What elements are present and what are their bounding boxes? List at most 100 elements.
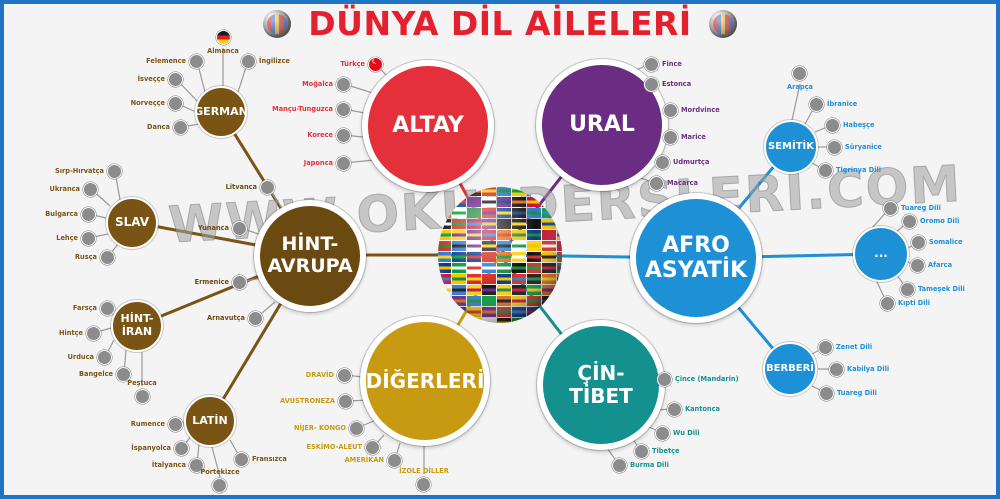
language-name: Süryanice (845, 143, 882, 151)
leaf-dot-icon (337, 367, 352, 383)
leaf-dot-icon (644, 76, 659, 92)
language-leaf: Fransızca (234, 451, 287, 467)
language-name: Ukranca (49, 185, 81, 193)
leaf-dot-icon (81, 230, 96, 246)
leaf-dot-icon (338, 393, 353, 409)
leaf-dot-icon (189, 457, 204, 473)
leaf-dot-icon (134, 389, 150, 404)
globe-icon (263, 9, 292, 38)
family-afro-asyatik: AFRO ASYATİK (630, 193, 762, 323)
language-name: Arnavutça (206, 314, 245, 322)
leaf-dot-icon (649, 175, 664, 191)
language-name: Kıpti Dili (898, 299, 931, 307)
globe-icon (708, 9, 737, 38)
leaf-dot-icon (827, 139, 842, 155)
language-leaf: Rumence (130, 416, 183, 432)
language-leaf: Ermenice (195, 274, 247, 290)
language-name: İspanyolca (131, 444, 171, 452)
language-name: Türkçe (340, 60, 365, 68)
language-name: AMERİKAN (344, 456, 384, 464)
language-name: Wu Dili (673, 429, 700, 437)
language-leaf: Zenet Dili (818, 339, 872, 355)
leaf-dot-icon (349, 420, 364, 436)
language-leaf: Kıpti Dili (880, 295, 931, 311)
leaf-dot-icon (809, 96, 824, 112)
subfamily-slav: SLAV (106, 197, 158, 249)
language-name: NİJER- KONGO (294, 424, 346, 432)
language-leaf: Tuareg Dili (883, 200, 941, 216)
language-name: Kantonca (685, 405, 720, 413)
leaf-dot-icon (100, 300, 115, 316)
subfamily-latin-label: LATİN (192, 413, 228, 427)
language-leaf: Arapça (787, 66, 813, 91)
leaf-dot-icon (663, 102, 678, 118)
family-ural-label: URAL (569, 112, 635, 138)
language-name: Oromo Dili (920, 217, 960, 225)
germany-flag-icon (215, 30, 231, 45)
language-name: Japonca (303, 159, 333, 167)
language-leaf: Tuareg Dili (819, 385, 877, 401)
poster-title-row: DÜNYA DİL AİLELERİ (0, 4, 1000, 43)
turkey-flag-icon (368, 56, 383, 72)
language-leaf: Habeşçe (825, 117, 875, 133)
language-leaf: Oromo Dili (902, 213, 960, 229)
language-name: Moğalca (302, 80, 333, 88)
language-leaf: Afarca (910, 257, 953, 273)
subfamily-slav-label: SLAV (114, 215, 150, 230)
leaf-dot-icon (116, 366, 131, 382)
language-leaf: Burma Dili (612, 457, 669, 473)
language-name: Farsça (72, 304, 97, 312)
leaf-dot-icon (234, 451, 249, 467)
language-leaf: Lehçe (56, 230, 96, 246)
leaf-dot-icon (168, 416, 183, 432)
language-name: Tibetçe (652, 447, 680, 455)
language-name: Somalice (929, 238, 963, 246)
language-name: Tameşek Dili (918, 285, 965, 293)
leaf-dot-icon (900, 281, 915, 297)
leaf-dot-icon (83, 181, 98, 197)
language-leaf: Litvanca (226, 179, 275, 195)
language-name: Çince (Mandarin) (675, 375, 739, 383)
language-name: Fransızca (252, 455, 287, 463)
language-leaf: Urduca (68, 349, 112, 365)
leaf-dot-icon (168, 71, 183, 87)
language-leaf: Mordvince (663, 102, 720, 118)
family-digerleri-label: DİĞERLERİ (365, 368, 485, 393)
leaf-dot-icon (880, 295, 895, 311)
language-leaf: Fince (644, 56, 682, 72)
family-digerleri: DİĞERLERİ (360, 316, 490, 446)
language-leaf: Rusça (75, 249, 115, 265)
language-leaf: Tigrinya Dili (818, 162, 881, 178)
language-name: Rumence (130, 420, 165, 428)
subfamily-semitik: SEMİTİK (764, 120, 818, 174)
language-name: Afarca (928, 261, 953, 269)
language-name: İsveççe (137, 75, 165, 83)
leaf-dot-icon (173, 119, 188, 135)
language-leaf: Kabilya Dili (829, 361, 890, 377)
language-leaf: Süryanice (827, 139, 882, 155)
language-leaf: AMERİKAN (344, 452, 402, 468)
leaf-dot-icon (818, 162, 833, 178)
language-name: DRAVİD (305, 371, 334, 379)
language-name: ESKİMO-ALEUT (306, 443, 362, 451)
language-leaf: Estonca (644, 76, 691, 92)
language-name: Tuareg Dili (901, 204, 941, 212)
language-name: Fince (662, 60, 682, 68)
language-leaf: Somalice (911, 234, 963, 250)
subfamily-hint-iran: HİNT- İRAN (111, 300, 163, 352)
leaf-dot-icon (818, 339, 833, 355)
subfamily-hint-iran-label: HİNT- İRAN (120, 312, 154, 338)
family-altay-label: ALTAY (392, 113, 464, 139)
leaf-dot-icon (825, 117, 840, 133)
language-leaf: Yunanca (198, 220, 247, 236)
leaf-dot-icon (792, 66, 808, 81)
language-leaf: Peştuca (127, 379, 157, 404)
language-name: Kabilya Dili (847, 365, 890, 373)
leaf-dot-icon (883, 200, 898, 216)
language-name: Habeşçe (843, 121, 875, 129)
language-leaf: Sırp-Hırvatça (55, 163, 122, 179)
leaf-dot-icon (416, 477, 432, 492)
language-name: Norveççe (130, 99, 165, 107)
language-leaf: Wu Dili (655, 425, 700, 441)
